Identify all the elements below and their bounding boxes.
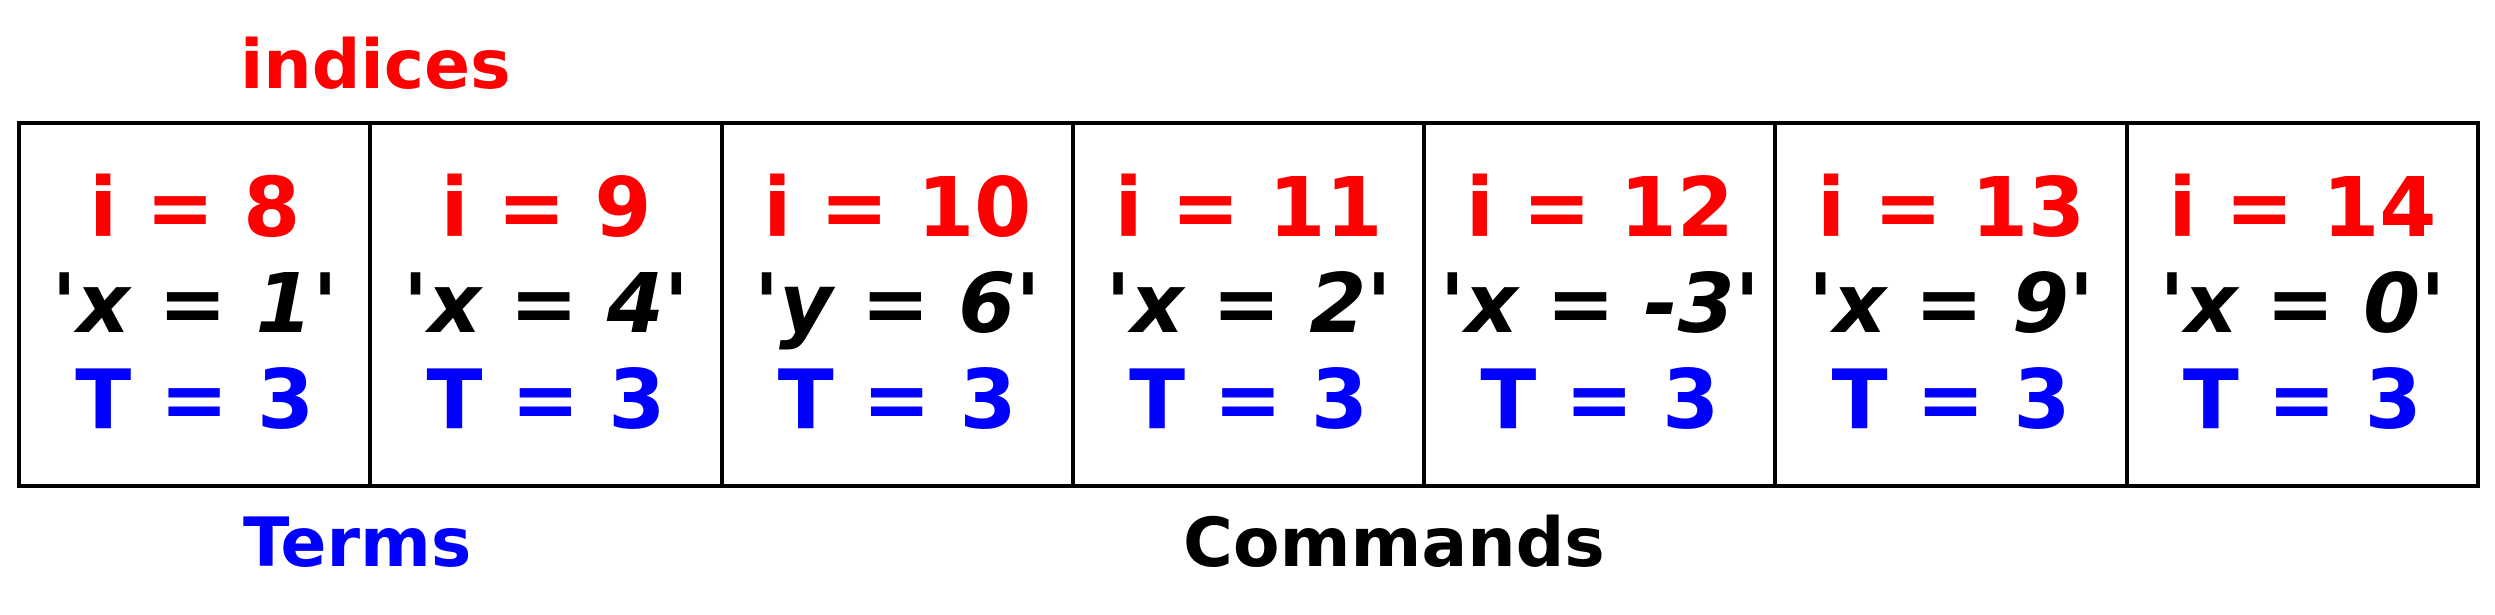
entry-term: T = 3: [777, 352, 1017, 448]
entry-term: T = 3: [1480, 352, 1720, 448]
entry-term: T = 3: [2182, 352, 2422, 448]
entry-index: i = 8: [89, 160, 301, 256]
commands-label: Commands: [1183, 504, 1605, 583]
log-entry: i = 14 'x = 0' T = 3: [2124, 125, 2476, 484]
log-entry: i = 13 'x = 9' T = 3: [1773, 125, 2124, 484]
log-entries-row: i = 8 'x = 1' T = 3 i = 9 'x = 4' T = 3 …: [17, 121, 2480, 488]
entry-index: i = 9: [440, 160, 652, 256]
entry-term: T = 3: [426, 352, 666, 448]
log-entry: i = 10 'y = 6' T = 3: [719, 125, 1071, 484]
log-entry: i = 9 'x = 4' T = 3: [368, 125, 719, 484]
terms-label: Terms: [243, 504, 472, 583]
indices-label: indices: [240, 26, 511, 105]
entry-term: T = 3: [75, 352, 315, 448]
log-entry: i = 12 'x = -3' T = 3: [1422, 125, 1773, 484]
entry-command: 'x = 2': [1105, 256, 1392, 352]
entry-index: i = 10: [763, 160, 1032, 256]
entry-index: i = 14: [2168, 160, 2437, 256]
log-entry: i = 8 'x = 1' T = 3: [21, 125, 368, 484]
entry-command: 'x = 9': [1808, 256, 2095, 352]
entry-command: 'x = -3': [1439, 256, 1760, 352]
entry-term: T = 3: [1129, 352, 1368, 448]
entry-index: i = 11: [1114, 160, 1383, 256]
entry-command: 'x = 4': [402, 256, 689, 352]
entry-command: 'y = 6': [753, 256, 1041, 352]
log-entry: i = 11 'x = 2' T = 3: [1070, 125, 1422, 484]
entry-command: 'x = 1': [51, 256, 338, 352]
entry-index: i = 13: [1817, 160, 2086, 256]
entry-command: 'x = 0': [2159, 256, 2446, 352]
entry-term: T = 3: [1831, 352, 2071, 448]
entry-index: i = 12: [1465, 160, 1734, 256]
